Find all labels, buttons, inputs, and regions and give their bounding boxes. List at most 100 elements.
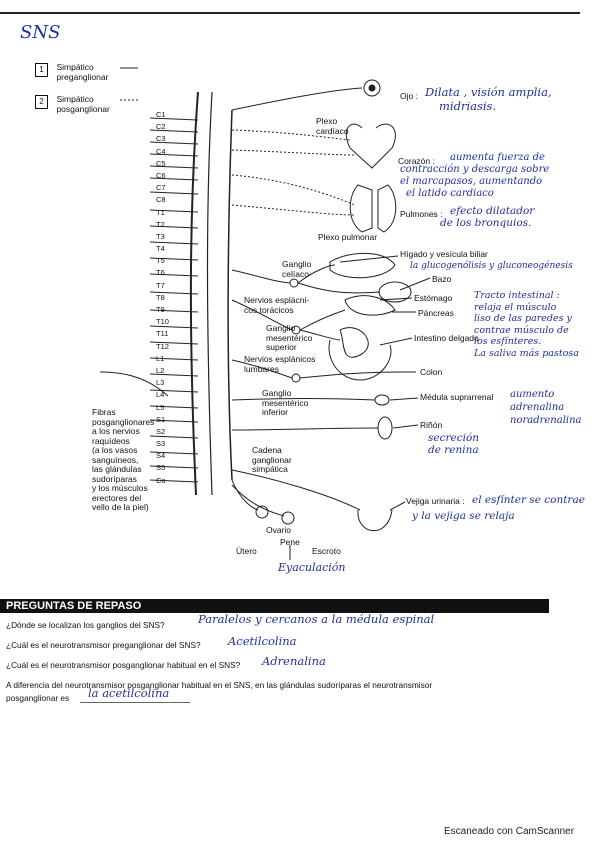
label-line: mesentérico [266,332,313,343]
note-line: los esfínteres. [474,336,542,347]
segment-label: T8 [156,292,165,302]
segment-label: L5 [156,402,165,412]
note-line: contracción y descarga sobre [400,164,550,175]
segment-label: T4 [156,244,165,254]
label-colon: Colon [420,367,443,377]
segment-label: T11 [156,329,169,339]
label-pancreas: Páncreas [418,308,454,318]
segment-label: S3 [156,439,166,449]
review-answer-2: Acetilcolina [228,634,297,648]
note-line: secreción [428,432,480,444]
note-pulmones: efecto dilatador de los bronquios. [440,205,534,229]
segment-label: C6 [156,170,166,180]
legend-label: posganglionar [56,103,110,114]
segment-label: T12 [156,341,169,351]
label-pulmones: Pulmones : [400,209,443,219]
legend-number: 1 [35,63,48,77]
label-line: cos torácicos [244,304,294,315]
label-line: posganglionares [92,416,155,427]
label-plexo-cardiaco: Plexo cardíaco [316,116,349,136]
label-estomago: Estómago [414,293,453,303]
segment-label: T10 [156,317,169,327]
label-line: vello de la piel) [92,502,149,512]
label-nervios-esplacnicos: Nervios esplácni- cos torácicos [244,295,309,315]
label-ganglio-mesenterico-superior: Ganglio mesentérico superior [266,323,313,353]
segment-label: L1 [156,353,165,363]
label-line: inferior [262,407,288,417]
segment-label: C4 [156,146,166,156]
label-ganglio-mesenterico-inferior: Ganglio mesentérico inferior [262,388,309,418]
label-corazon: Corazón : [398,156,435,166]
label-line: mesentérico [262,397,309,408]
label-rinon: Riñón [420,420,443,430]
label-line: ganglionar [252,454,292,465]
label-line: raquídeos [92,435,130,446]
legend-item-2: 2 Simpático posganglionar [35,94,110,117]
answer-underline [80,702,190,703]
label-line: lumbares [244,363,279,374]
label-line: las glándulas [92,464,142,474]
legend-number: 2 [35,95,48,109]
note-line: contrae músculo de [474,324,569,336]
label-line: a los nervios [92,426,140,436]
legend-item-1: 1 Simpático preganglionar [35,62,109,85]
label-line: (a los vasos [92,445,138,455]
label-line: Ganglio [262,388,292,398]
label-line: Ganglio [282,259,312,269]
segment-label: T7 [156,280,165,290]
label-vejiga: Vejiga urinaria : [406,496,465,506]
note-line: Dilata , visión amplia, [425,85,552,99]
note-line: aumenta fuerza de [450,152,545,163]
segment-label: T9 [156,305,165,314]
label-ovario: Ovario [266,525,292,535]
label-line: simpática [252,464,288,474]
note-line: el latido cardiaco [406,188,494,199]
segment-label: C5 [156,158,166,168]
note-line: el marcapasos, aumentando [400,176,543,187]
segment-label: T3 [156,231,165,241]
segment-label: S4 [156,451,166,461]
label-utero: Útero [236,546,257,556]
scanner-footer: Escaneado con CamScanner [444,826,575,837]
segment-label: T5 [156,256,165,266]
segment-label: S5 [156,463,166,473]
segment-label: S1 [156,414,166,424]
label-line: Nervios esplánicos [244,354,316,364]
note-line: aumento [510,389,555,400]
note-line: midriasis. [439,99,497,113]
segment-label: C2 [156,122,166,132]
label-line: Plexo [316,116,338,126]
label-nervios-lumbares: Nervios esplánicos lumbares [244,354,316,374]
segment-label: T6 [156,268,165,278]
review-question-1: ¿Dónde se localizan los ganglios del SNS… [6,620,165,630]
note-tracto-intestinal: Tracto intestinal : relaja el músculo li… [474,290,579,359]
label-line: sudoríparas [92,473,137,484]
note-line: y la vejiga se relaja [412,510,515,522]
note-line: noradrenalina [510,415,582,426]
segment-label: C7 [156,183,166,193]
label-line: sanguíneos, [92,454,139,465]
label-escroto: Escroto [312,546,341,556]
segment-labels: C1 C2 C3 C4 C5 C6 C7 C8 T1 T2 T3 T4 T5 T… [156,110,180,488]
legend-label: Simpático [56,94,94,104]
label-line: Fibras [92,407,116,417]
label-medula-suprarrenal: Médula suprarrenal [420,392,494,402]
segment-label: T2 [156,219,165,229]
note-medula: aumento adrenalina noradrenalina [510,388,582,427]
review-question-4-cont: posganglionar es [6,693,70,703]
label-ojo: Ojo : [400,91,418,101]
segment-label: C8 [156,195,166,205]
label-line: y los músculos [92,483,148,493]
note-line: adrenalina [510,402,565,413]
segment-label: L2 [156,365,165,375]
label-bazo: Bazo [432,274,452,284]
label-line: Cadena [252,445,282,455]
note-line: de los bronquios. [440,217,532,229]
label-pene: Pene [280,537,300,547]
legend-label: preganglionar [56,71,109,82]
note-line: de renina [428,444,479,456]
review-answer-4: la acetilcolina [88,686,170,700]
label-ganglio-celiaco: Ganglio celíaco [282,259,312,279]
note-line: relaja el músculo [474,301,557,313]
label-line: cardíaco [316,125,349,136]
